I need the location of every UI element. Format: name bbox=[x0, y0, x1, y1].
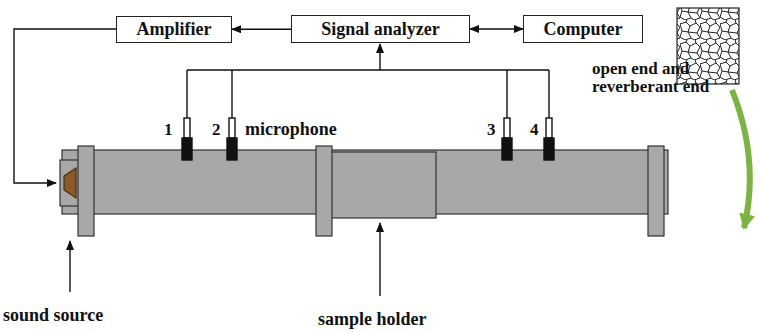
instrument-box: Amplifier bbox=[116, 16, 232, 43]
callout-number: 3 bbox=[487, 121, 496, 139]
part-label: microphone bbox=[245, 120, 337, 139]
callout-number: 4 bbox=[530, 121, 539, 139]
callout-number: 2 bbox=[212, 121, 221, 139]
flange bbox=[316, 146, 332, 236]
microphones bbox=[182, 44, 554, 160]
green-arrow bbox=[732, 90, 750, 228]
part-label: open end and reverberant end bbox=[592, 60, 722, 96]
signal-arrow bbox=[470, 28, 523, 29]
pointer-arrow bbox=[69, 241, 70, 292]
signal-arrow bbox=[232, 29, 291, 30]
box-label: Computer bbox=[544, 19, 623, 40]
instrument-box: Computer bbox=[523, 15, 643, 43]
flange bbox=[648, 146, 664, 236]
part-label: sample holder bbox=[318, 310, 427, 329]
flange bbox=[78, 146, 94, 236]
part-label: sound source bbox=[3, 306, 103, 325]
loudspeaker bbox=[64, 168, 76, 198]
sample-holder bbox=[330, 152, 436, 218]
box-label: Signal analyzer bbox=[321, 19, 440, 40]
instrument-box: Signal analyzer bbox=[291, 15, 470, 43]
pointer-arrow bbox=[379, 223, 380, 296]
signal-wire bbox=[14, 29, 116, 183]
callout-number: 1 bbox=[164, 121, 173, 139]
box-label: Amplifier bbox=[137, 19, 212, 40]
